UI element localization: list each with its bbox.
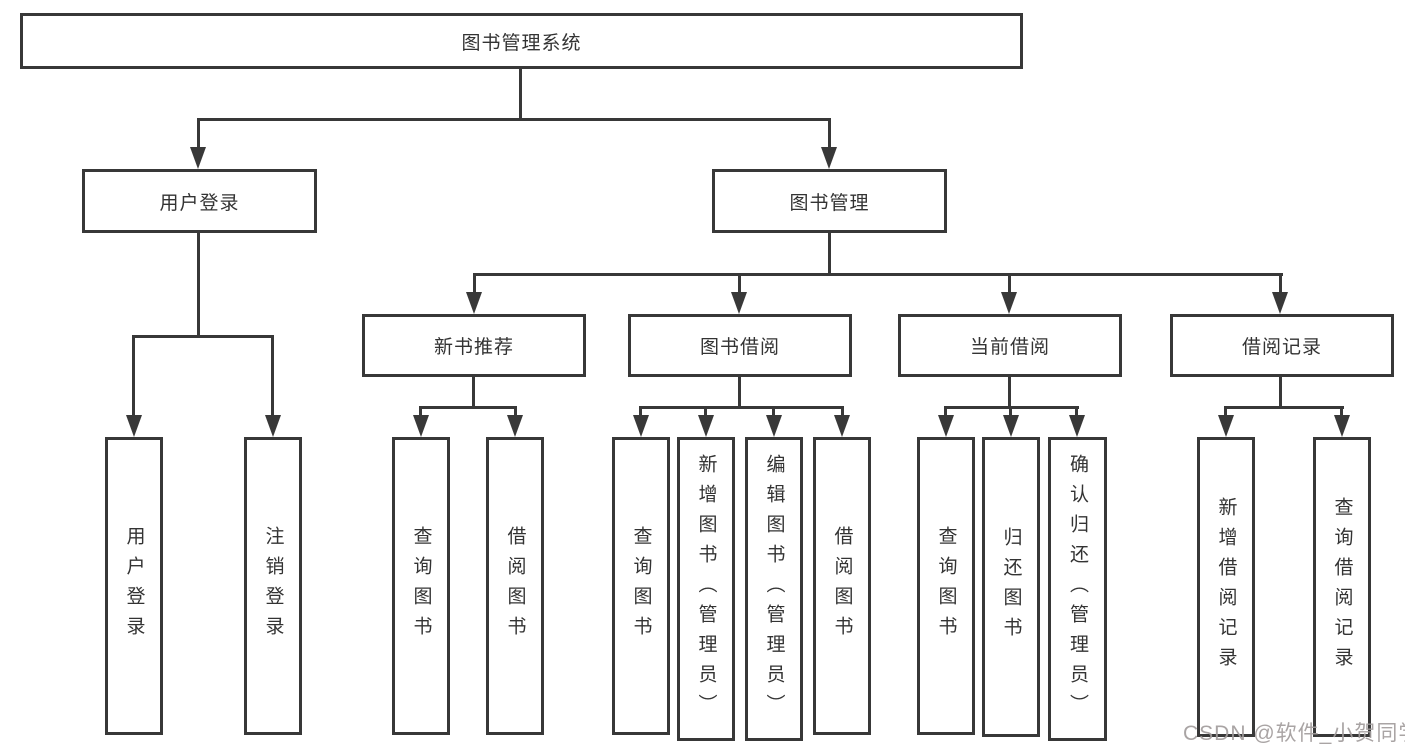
node-new-book-recommend: 新书推荐 bbox=[362, 314, 586, 377]
csdn-watermark: CSDN @软件_小贺同学 bbox=[1183, 722, 1405, 745]
arrow-down-icon bbox=[938, 415, 954, 437]
node-user-login: 用户登录 bbox=[82, 169, 317, 233]
connector-drop-book-borrow bbox=[738, 273, 741, 295]
connector-drop-leaf bbox=[1224, 406, 1227, 418]
leaf-query-books-1: 查询图书 bbox=[392, 437, 450, 735]
connector-bm-rail bbox=[473, 273, 1283, 276]
node-current-borrow: 当前借阅 bbox=[898, 314, 1122, 377]
connector-bb-rail bbox=[639, 406, 844, 409]
node-book-borrow: 图书借阅 bbox=[628, 314, 852, 377]
connector-cb-stem bbox=[1008, 377, 1011, 409]
leaf-borrow-books-2: 借阅图书 bbox=[813, 437, 871, 735]
arrow-down-icon bbox=[1069, 415, 1085, 437]
connector-drop-leaf bbox=[944, 406, 947, 418]
leaf-borrow-books-1: 借阅图书 bbox=[486, 437, 544, 735]
connector-nb-stem bbox=[472, 377, 475, 409]
leaf-user-login: 用户登录 bbox=[105, 437, 163, 735]
connector-br-stem bbox=[1279, 377, 1282, 409]
connector-bm-stem bbox=[828, 233, 831, 275]
connector-drop-leaf bbox=[132, 335, 135, 418]
arrow-down-icon bbox=[1001, 292, 1017, 314]
leaf-query-borrow-record: 查询借阅记录 bbox=[1313, 437, 1371, 737]
connector-drop-leaf bbox=[639, 406, 642, 418]
connector-ul-stem bbox=[197, 233, 200, 338]
arrow-down-icon bbox=[834, 415, 850, 437]
connector-drop-leaf bbox=[704, 406, 707, 418]
connector-nb-rail bbox=[419, 406, 517, 409]
connector-drop-book-management bbox=[828, 118, 831, 151]
node-borrow-records: 借阅记录 bbox=[1170, 314, 1394, 377]
arrow-down-icon bbox=[698, 415, 714, 437]
connector-drop-leaf bbox=[419, 406, 422, 418]
arrow-down-icon bbox=[190, 147, 206, 169]
connector-root-rail bbox=[197, 118, 831, 121]
connector-drop-leaf bbox=[841, 406, 844, 418]
connector-drop-new-book bbox=[473, 273, 476, 295]
connector-bb-stem bbox=[738, 377, 741, 409]
arrow-down-icon bbox=[1272, 292, 1288, 314]
arrow-down-icon bbox=[507, 415, 523, 437]
arrow-down-icon bbox=[821, 147, 837, 169]
arrow-down-icon bbox=[1003, 415, 1019, 437]
connector-drop-leaf bbox=[772, 406, 775, 418]
connector-drop-leaf bbox=[1075, 406, 1078, 418]
node-book-management: 图书管理 bbox=[712, 169, 947, 233]
arrow-down-icon bbox=[633, 415, 649, 437]
leaf-return-book: 归还图书 bbox=[982, 437, 1040, 737]
connector-drop-leaf bbox=[1340, 406, 1343, 418]
connector-drop-current-borrow bbox=[1008, 273, 1011, 295]
arrow-down-icon bbox=[1334, 415, 1350, 437]
node-book-management-system: 图书管理系统 bbox=[20, 13, 1023, 69]
connector-drop-borrow-records bbox=[1279, 273, 1282, 295]
arrow-down-icon bbox=[1218, 415, 1234, 437]
leaf-add-borrow-record: 新增借阅记录 bbox=[1197, 437, 1255, 737]
arrow-down-icon bbox=[265, 415, 281, 437]
connector-drop-user-login bbox=[197, 118, 200, 151]
connector-drop-leaf bbox=[271, 335, 274, 418]
connector-root-stem bbox=[519, 69, 522, 120]
arrow-down-icon bbox=[466, 292, 482, 314]
arrow-down-icon bbox=[413, 415, 429, 437]
leaf-logout: 注销登录 bbox=[244, 437, 302, 735]
connector-ul-rail bbox=[132, 335, 274, 338]
arrow-down-icon bbox=[731, 292, 747, 314]
leaf-add-book-admin: 新增图书（管理员） bbox=[677, 437, 735, 741]
connector-br-rail bbox=[1224, 406, 1344, 409]
leaf-query-books-3: 查询图书 bbox=[917, 437, 975, 735]
connector-drop-leaf bbox=[514, 406, 517, 418]
leaf-edit-book-admin: 编辑图书（管理员） bbox=[745, 437, 803, 741]
arrow-down-icon bbox=[766, 415, 782, 437]
leaf-confirm-return-admin: 确认归还（管理员） bbox=[1048, 437, 1107, 741]
leaf-query-books-2: 查询图书 bbox=[612, 437, 670, 735]
arrow-down-icon bbox=[126, 415, 142, 437]
connector-drop-leaf bbox=[1009, 406, 1012, 418]
